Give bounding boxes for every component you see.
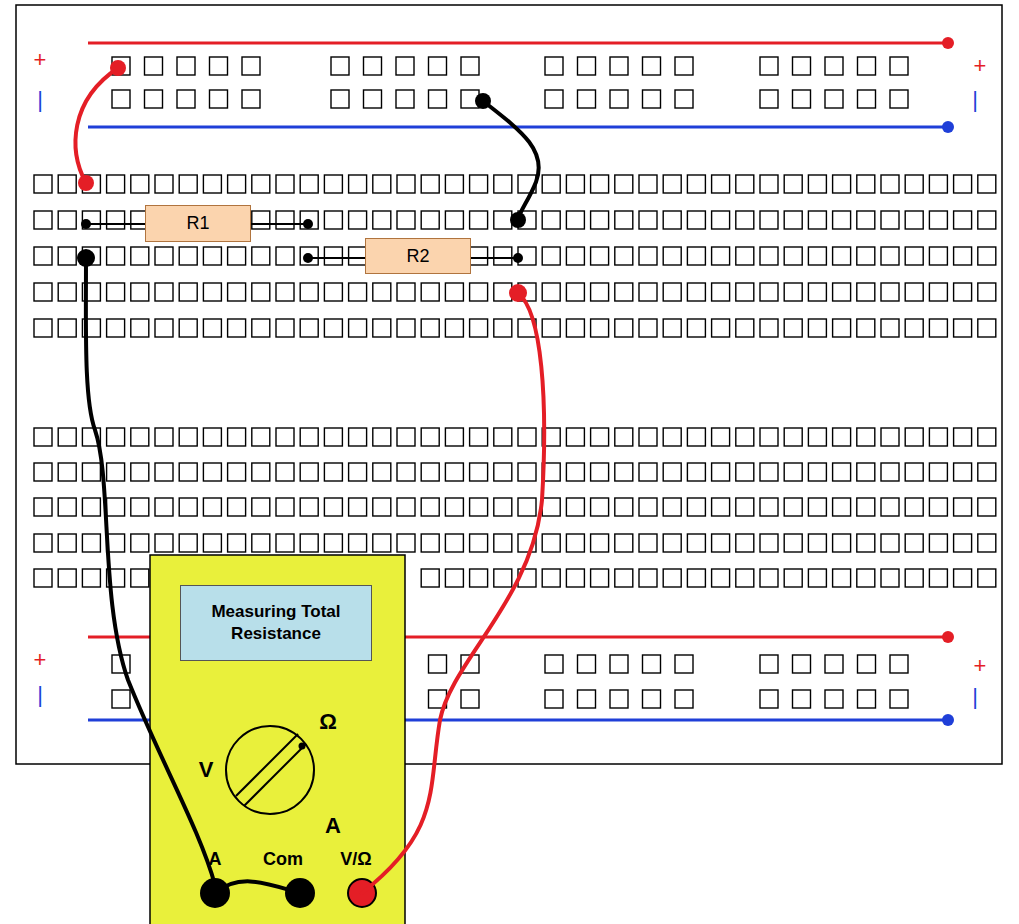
dial-setting: Ω: [319, 711, 337, 733]
power-rails: [88, 37, 954, 726]
terminal-label: Com: [263, 850, 303, 868]
rail-polarity: |: [37, 684, 43, 706]
rail-polarity: |: [972, 686, 978, 708]
terminal-label: A: [209, 850, 222, 868]
wire-ends: [77, 60, 527, 302]
rail-polarity: +: [974, 55, 987, 77]
wires: [76, 68, 545, 893]
meter-display: Measuring Total Resistance: [180, 585, 372, 661]
node-text: R1: [186, 213, 209, 234]
rail-polarity: +: [34, 649, 47, 671]
terminal-label: V/Ω: [340, 850, 371, 868]
resistor-symbol: R2: [365, 238, 471, 274]
dial-setting: V: [199, 759, 214, 781]
rail-polarity: |: [972, 89, 978, 111]
multimeter: [150, 555, 405, 924]
node-text: R2: [406, 246, 429, 267]
node-text: Measuring Total Resistance: [187, 601, 365, 645]
dial-setting: A: [325, 815, 341, 837]
rail-polarity: +: [34, 49, 47, 71]
rail-polarity: +: [974, 655, 987, 677]
rail-polarity: |: [37, 89, 43, 111]
resistor-symbol: R1: [145, 205, 251, 242]
